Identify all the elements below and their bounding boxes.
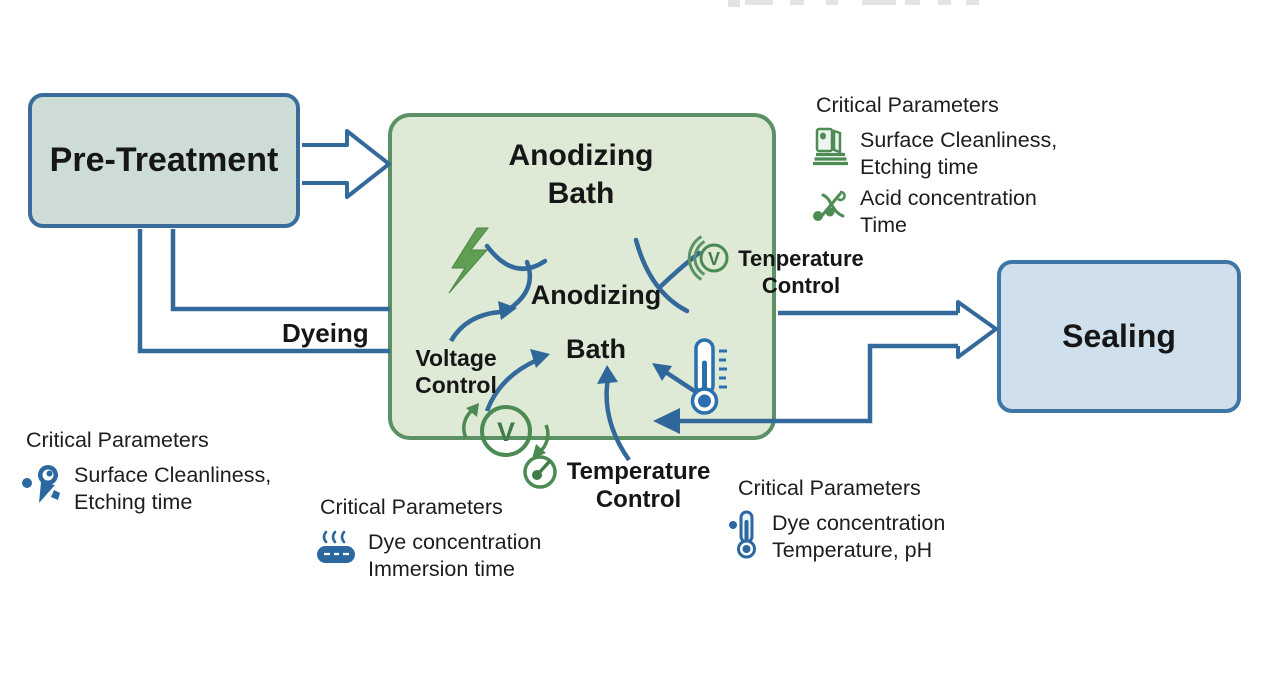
parameter-item: Surface Cleanliness, Etching time [810,127,1057,181]
temperature-control-label: Temperature Control [566,458,711,513]
parameter-item: Dye concentration Temperature, pH [728,510,945,564]
parameter-item: Acid concentration Time [810,185,1057,239]
sealing-label: Sealing [1062,318,1176,354]
anodizing-bath-title: Anodizing Bath [508,139,654,210]
cropped-text-remnant [728,0,740,7]
parameter-text: Acid concentration Time [860,186,1037,237]
dyeing-label: Dyeing [282,318,369,348]
parameter-text: Surface Cleanliness, Etching time [74,463,272,514]
cropped-text-remnant [966,0,979,5]
critical-parameters-anodizing: Critical Parameters Surface Cleanliness,… [810,93,1057,243]
critical-parameters-heading: Critical Parameters [320,495,503,519]
pre-treatment-label: Pre-Treatment [49,141,279,179]
sealing-box: Sealing [997,260,1241,413]
cropped-text-remnant [745,0,773,5]
pre-treatment-box: Pre-Treatment [28,93,300,228]
critical-parameters-heading: Critical Parameters [738,476,921,500]
critical-parameters-heading: Critical Parameters [26,428,209,452]
thermometer-icon [729,510,756,559]
cropped-text-remnant [790,0,804,5]
block-arrow-pretreatment-anodizing [302,129,391,199]
connector-pretreatment-anodizing-upper [170,229,390,312]
surface-inspection-icon [22,465,60,503]
immersion-bath-icon [317,530,355,563]
etching-station-icon [813,127,848,166]
cropped-text-remnant [905,0,920,5]
temperature-gauge-icon [523,455,557,489]
cropped-text-remnant [862,0,896,5]
parameter-item: Surface Cleanliness, Etching time [20,462,271,516]
block-arrowhead-sealing [956,300,998,359]
critical-parameters-pretreatment: Critical Parameters Surface Cleanliness,… [20,428,271,520]
voltage-control-label: Voltage Control [415,345,497,398]
critical-parameters-dyeing: Critical Parameters Dye concentration Im… [314,495,541,587]
anodizing-bath-inner-label: Anodizing Bath [530,280,662,364]
temperature-control-right-label: Tenperature Control [738,246,864,298]
acid-tools-icon [813,190,846,221]
parameter-item: Dye concentration Immersion time [314,529,541,583]
cropped-text-remnant [938,0,951,5]
critical-parameters-heading: Critical Parameters [816,93,999,117]
critical-parameters-sealing: Critical Parameters Dye concentration Te… [728,476,945,568]
parameter-text: Surface Cleanliness, Etching time [860,128,1058,179]
cropped-text-remnant [826,0,838,5]
parameter-text: Dye concentration Temperature, pH [772,511,946,562]
parameter-text: Dye concentration Immersion time [368,530,542,581]
